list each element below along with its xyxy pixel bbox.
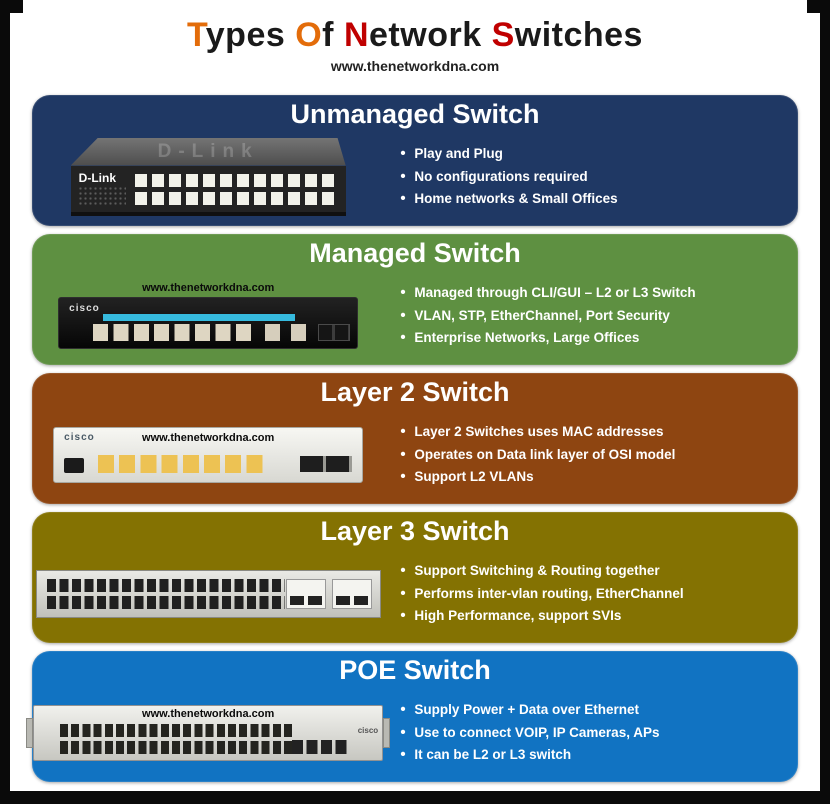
bullet-item: It can be L2 or L3 switch — [398, 745, 788, 764]
port-block — [134, 173, 339, 210]
unmanaged-switch-image: D-Link D-Link — [32, 137, 384, 216]
panel-managed-switch: Managed Switch www.thenetworkdna.com cis… — [32, 234, 798, 365]
panel-unmanaged-switch: Unmanaged Switch D-Link D-Link — [32, 95, 798, 226]
port-row — [46, 595, 285, 609]
panel-title-unmanaged: Unmanaged Switch — [290, 99, 540, 129]
layer2-switch-image: cisco www.thenetworkdna.com — [32, 426, 384, 483]
sfp-slots — [318, 324, 351, 341]
panel-layer3-switch: Layer 3 Switch Support Switching & Routi… — [32, 512, 798, 643]
panel-title-poe: POE Switch — [339, 655, 491, 685]
title-segment: ypes — [205, 16, 296, 54]
port-row — [60, 740, 293, 754]
sfp-slots — [300, 455, 353, 472]
dlink-switch-graphic: D-Link D-Link — [70, 137, 346, 216]
title-segment: N — [343, 16, 370, 54]
cisco-logo: cisco — [357, 725, 379, 735]
bullet-item: Layer 2 Switches uses MAC addresses — [398, 422, 788, 441]
port-row — [93, 324, 257, 341]
title-segment: etwork — [369, 16, 492, 54]
uplink-module — [331, 578, 372, 609]
bullet-item: Operates on Data link layer of OSI model — [398, 445, 788, 464]
bullet-item: Play and Plug — [398, 144, 788, 163]
bullet-item: Performs inter-vlan routing, EtherChanne… — [398, 584, 788, 603]
cisco-logo: cisco — [64, 431, 95, 443]
header: Types Of Network Switches www.thenetwork… — [10, 0, 820, 74]
bullet-item: Use to connect VOIP, IP Cameras, APs — [398, 723, 788, 742]
title-segment: witches — [514, 16, 643, 54]
bullet-item: Support L2 VLANs — [398, 467, 788, 486]
panel-title-layer2: Layer 2 Switch — [320, 377, 510, 407]
page-title: Types Of Network Switches — [10, 16, 820, 55]
cisco-layer2-switch-graphic: cisco www.thenetworkdna.com — [53, 426, 364, 483]
port-row — [134, 173, 339, 187]
device-watermark: www.thenetworkdna.com — [142, 707, 275, 720]
bullet-item: High Performance, support SVIs — [398, 606, 788, 625]
bullet-list-layer3: Support Switching & Routing together Per… — [384, 557, 798, 630]
panel-title-layer3: Layer 3 Switch — [320, 516, 510, 546]
title-segment: T — [187, 16, 206, 54]
bullet-list-layer2: Layer 2 Switches uses MAC addresses Oper… — [384, 418, 798, 491]
port-row — [60, 723, 293, 737]
page-subtitle: www.thenetworkdna.com — [330, 58, 500, 74]
title-segment: f — [322, 16, 344, 54]
title-segment: O — [295, 16, 323, 54]
layer3-switch-image — [32, 569, 384, 618]
poe-switch-graphic: www.thenetworkdna.com cisco — [26, 704, 391, 761]
bullet-list-unmanaged: Play and Plug No configurations required… — [384, 140, 798, 213]
port-row — [265, 324, 318, 341]
layer3-switch-graphic — [35, 569, 381, 618]
sfp-slots — [292, 739, 351, 754]
console-port — [64, 457, 85, 473]
device-watermark: www.thenetworkdna.com — [142, 431, 275, 444]
chassis-stripe — [103, 314, 296, 321]
corner-mark-left — [10, 0, 23, 13]
panel-body: www.thenetworkdna.com cisco Managed thro… — [32, 269, 798, 362]
device-watermark: www.thenetworkdna.com — [142, 282, 275, 294]
vent-grid — [77, 185, 126, 206]
port-row — [46, 578, 285, 592]
bullet-list-poe: Supply Power + Data over Ethernet Use to… — [384, 696, 798, 769]
dlink-brand-label: D-Link — [78, 170, 117, 185]
uplink-modules — [285, 578, 372, 609]
port-row — [98, 454, 268, 473]
panel-body: D-Link D-Link Play and Plug — [32, 130, 798, 223]
panel-title-managed: Managed Switch — [309, 238, 521, 268]
corner-mark-right — [807, 0, 820, 13]
panel-body: Support Switching & Routing together Per… — [32, 547, 798, 640]
bullet-item: Supply Power + Data over Ethernet — [398, 700, 788, 719]
dlink-top-face: D-Link — [70, 137, 346, 166]
uplink-module — [285, 578, 326, 609]
poster-canvas: Types Of Network Switches www.thenetwork… — [10, 0, 820, 791]
panel-stack: Unmanaged Switch D-Link D-Link — [26, 95, 798, 782]
bullet-item: Managed through CLI/GUI – L2 or L3 Switc… — [398, 283, 788, 302]
rack-mount-ear — [26, 717, 34, 748]
cisco-managed-switch-graphic: cisco — [58, 297, 359, 349]
managed-switch-image: www.thenetworkdna.com cisco — [32, 282, 384, 349]
rack-mount-ear — [383, 717, 391, 748]
bullet-list-managed: Managed through CLI/GUI – L2 or L3 Switc… — [384, 279, 798, 352]
title-segment: S — [491, 16, 515, 54]
bullet-item: No configurations required — [398, 167, 788, 186]
port-row — [134, 191, 339, 205]
dlink-front-face: D-Link — [70, 165, 346, 216]
panel-body: cisco www.thenetworkdna.com Layer 2 Swit… — [32, 408, 798, 501]
bullet-item: Enterprise Networks, Large Offices — [398, 328, 788, 347]
dlink-ghost-logo: D-Link — [157, 140, 259, 162]
poe-switch-image: www.thenetworkdna.com cisco — [26, 704, 391, 761]
bullet-item: Support Switching & Routing together — [398, 561, 788, 580]
panel-poe-switch: POE Switch www.thenetworkdna.com cisco S… — [26, 651, 798, 782]
cisco-logo: cisco — [69, 303, 100, 314]
bullet-item: VLAN, STP, EtherChannel, Port Security — [398, 306, 788, 325]
panel-layer2-switch: Layer 2 Switch cisco www.thenetworkdna.c… — [32, 373, 798, 504]
bullet-item: Home networks & Small Offices — [398, 189, 788, 208]
panel-body: www.thenetworkdna.com cisco Supply Power… — [26, 686, 798, 779]
